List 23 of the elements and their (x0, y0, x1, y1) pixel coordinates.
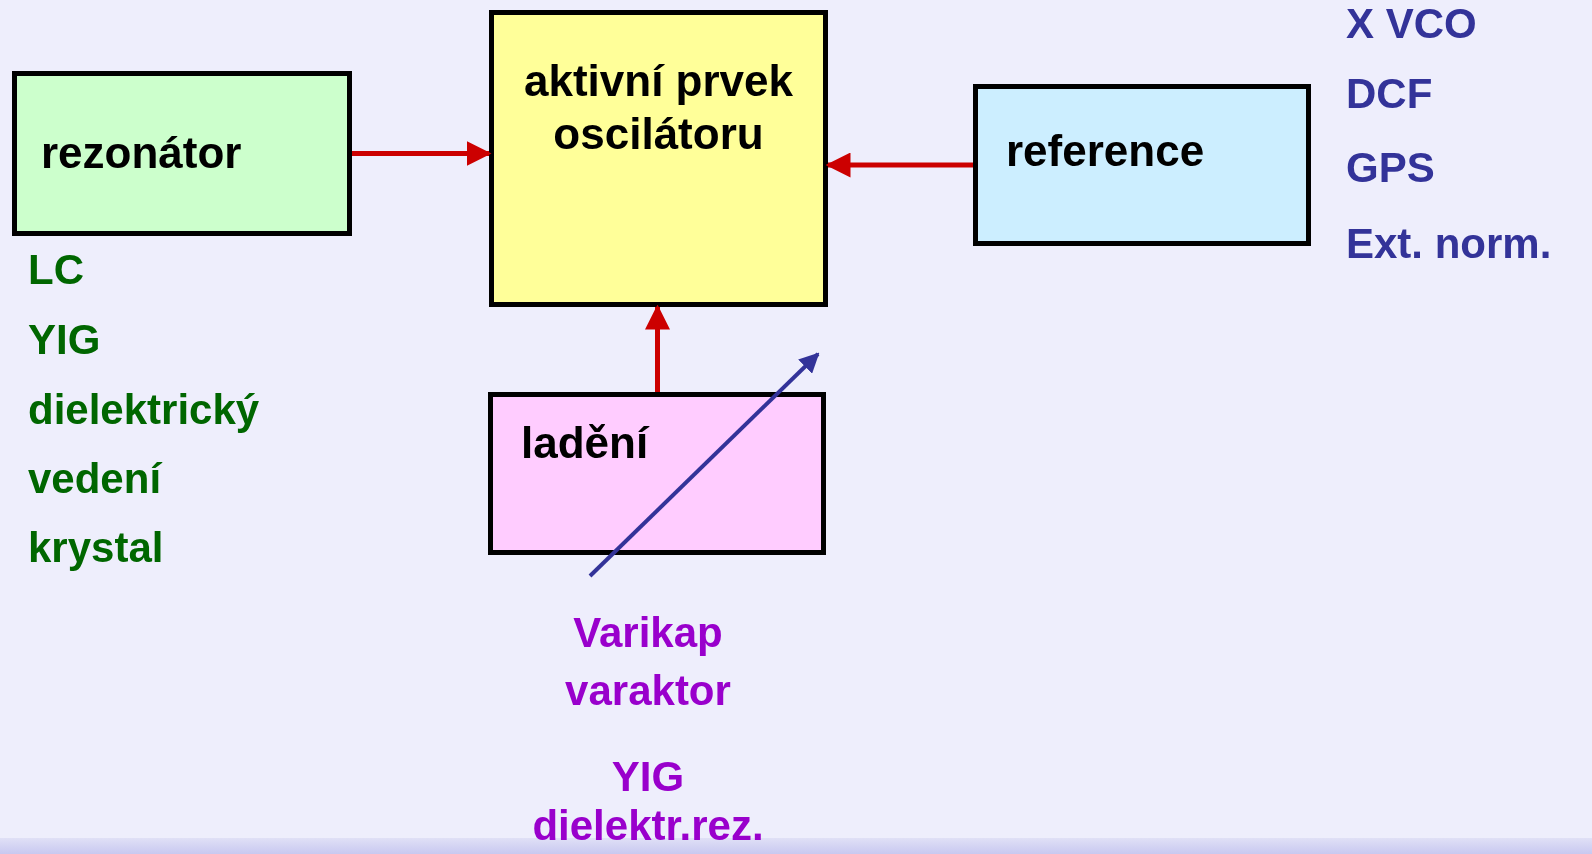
block-box (489, 10, 828, 307)
note-text: Varikap varaktor (564, 608, 732, 716)
note-text: LC (28, 245, 84, 296)
block-box (973, 84, 1311, 246)
note-text: krystal (28, 523, 164, 574)
block-box (488, 392, 826, 555)
note-text: GPS (1346, 143, 1435, 194)
note-text: vedení (28, 454, 162, 505)
note-text: dielektr.rez. (531, 801, 765, 852)
note-text: dielektrický (28, 385, 260, 436)
note-text: DCF (1346, 69, 1433, 120)
arrow (645, 304, 670, 392)
arrow (352, 141, 492, 166)
block-label: rezonátor (41, 127, 242, 180)
block-label: aktivní prvek oscilátoru (523, 55, 794, 160)
note-text: YIG (610, 752, 686, 803)
note-text: YIG (28, 315, 101, 366)
arrow (825, 152, 973, 178)
note-text: Ext. norm. (1346, 219, 1552, 270)
block-label: ladění (521, 417, 649, 469)
block-box (12, 71, 352, 236)
block-label: reference (1006, 125, 1205, 177)
note-text: X VCO (1346, 0, 1477, 50)
